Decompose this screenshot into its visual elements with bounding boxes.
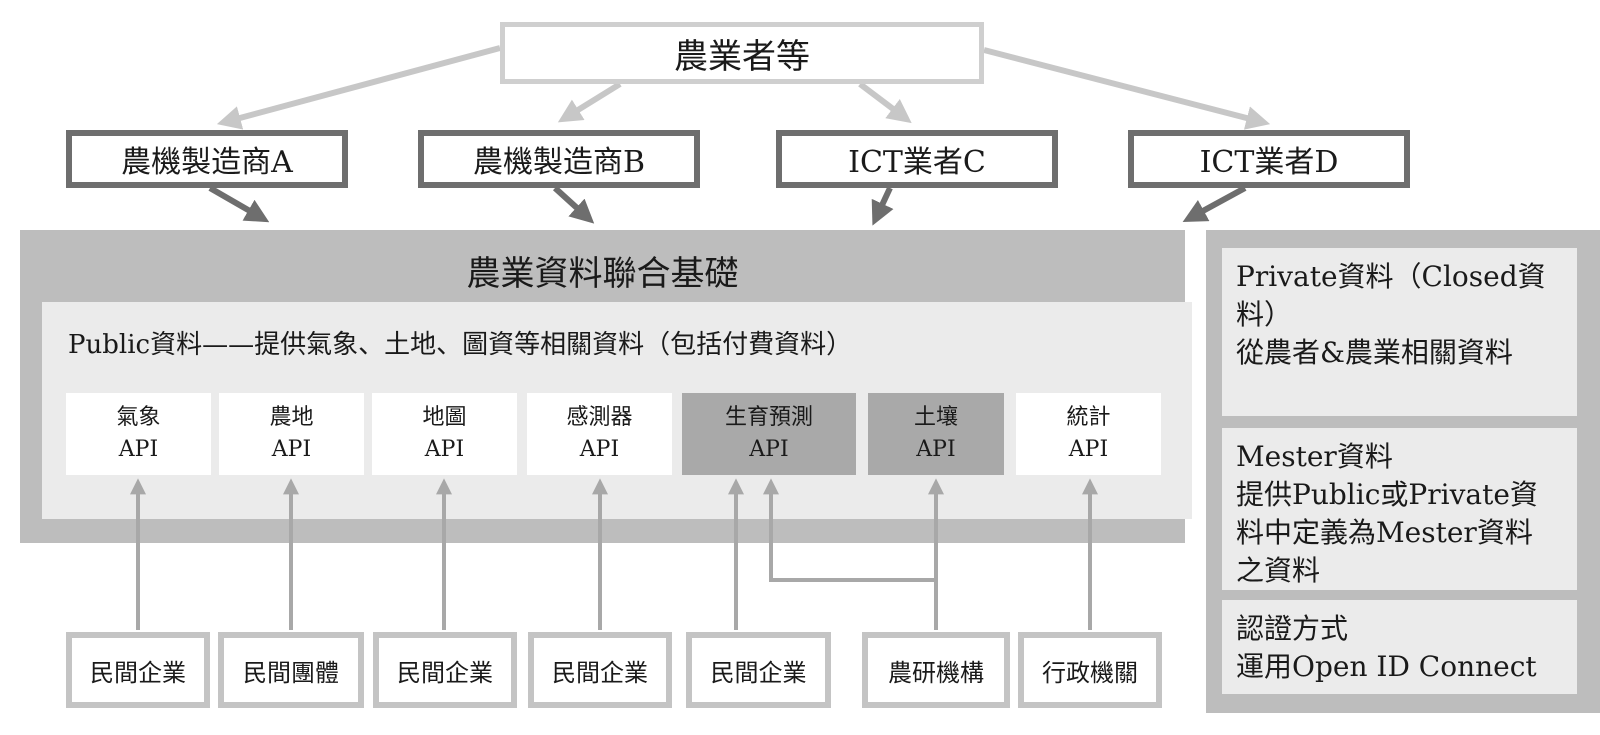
provider-label: 民間企業 bbox=[397, 658, 493, 687]
provider-label: 民間企業 bbox=[710, 658, 807, 687]
api-name: 農地 bbox=[269, 405, 314, 430]
provider-box-private-company-4: 民間企業 bbox=[686, 632, 831, 708]
master-data-line: 提供Public或Private資 bbox=[1236, 478, 1538, 511]
master-data-box: Mester資料 提供Public或Private資 料中定義為Mester資料… bbox=[1222, 428, 1577, 590]
provider-to-api-arrows bbox=[130, 478, 1098, 630]
api-name: 氣象 bbox=[116, 405, 161, 430]
vendor-box-b: 農機製造商B bbox=[418, 130, 700, 188]
platform-title: 農業資料聯合基礎 bbox=[20, 244, 1185, 296]
api-box-statistics: 統計 API bbox=[1016, 393, 1161, 475]
master-data-line: Mester資料 bbox=[1236, 440, 1393, 473]
api-suffix: API bbox=[579, 437, 620, 462]
private-data-box: Private資料（Closed資 料） 從農者&農業相關資料 bbox=[1222, 248, 1577, 416]
public-data-description: Public資料——提供氣象、土地、圖資等相關資料（包括付費資料） bbox=[68, 322, 1168, 362]
api-box-map: 地圖 API bbox=[372, 393, 517, 475]
api-name: 地圖 bbox=[422, 405, 467, 430]
farmers-box: 農業者等 bbox=[500, 22, 984, 84]
api-box-soil: 土壤 API bbox=[868, 393, 1004, 475]
provider-box-private-company-1: 民間企業 bbox=[66, 632, 210, 708]
provider-box-agri-research: 農研機構 bbox=[862, 632, 1010, 708]
farmers-label: 農業者等 bbox=[674, 36, 810, 77]
api-suffix: API bbox=[749, 437, 789, 462]
api-suffix: API bbox=[118, 437, 159, 462]
provider-label: 農研機構 bbox=[888, 658, 984, 687]
auth-line: 運用Open ID Connect bbox=[1236, 650, 1537, 683]
farmer-to-vendor-arrows bbox=[216, 45, 1271, 130]
provider-box-private-organization: 民間團體 bbox=[218, 632, 364, 708]
provider-label: 民間企業 bbox=[552, 658, 648, 687]
api-suffix: API bbox=[916, 437, 956, 462]
provider-box-government: 行政機關 bbox=[1018, 632, 1162, 708]
api-box-weather: 氣象 API bbox=[66, 393, 211, 475]
provider-label: 行政機關 bbox=[1042, 658, 1138, 687]
vendor-box-d: ICT業者D bbox=[1128, 130, 1410, 188]
provider-box-private-company-3: 民間企業 bbox=[528, 632, 672, 708]
api-suffix: API bbox=[1068, 437, 1109, 462]
public-data-text: Public資料——提供氣象、土地、圖資等相關資料（包括付費資料） bbox=[68, 329, 853, 360]
vendor-label: 農機製造商A bbox=[121, 145, 293, 180]
private-data-line: Private資料（Closed資 bbox=[1236, 260, 1546, 293]
vendor-label: ICT業者D bbox=[1199, 145, 1339, 180]
master-data-line: 之資料 bbox=[1236, 554, 1321, 587]
api-name: 感測器 bbox=[566, 405, 633, 430]
vendor-to-platform-arrows bbox=[208, 185, 1247, 226]
api-name: 生育預測 bbox=[724, 405, 813, 430]
authentication-box: 認證方式 運用Open ID Connect bbox=[1222, 600, 1577, 694]
vendor-label: ICT業者C bbox=[848, 145, 986, 180]
provider-label: 民間團體 bbox=[243, 658, 339, 687]
master-data-line: 料中定義為Mester資料 bbox=[1236, 516, 1533, 549]
vendor-label: 農機製造商B bbox=[472, 145, 646, 180]
api-name: 土壤 bbox=[913, 405, 958, 430]
private-data-line: 從農者&農業相關資料 bbox=[1236, 336, 1513, 369]
api-suffix: API bbox=[271, 437, 312, 462]
api-box-farmland: 農地 API bbox=[219, 393, 364, 475]
auth-line: 認證方式 bbox=[1236, 612, 1349, 645]
api-box-sensor: 感測器 API bbox=[527, 393, 672, 475]
vendor-box-c: ICT業者C bbox=[776, 130, 1058, 188]
api-suffix: API bbox=[424, 437, 465, 462]
api-box-growth-prediction: 生育預測 API bbox=[682, 393, 856, 475]
private-data-line: 料） bbox=[1236, 298, 1293, 331]
api-name: 統計 bbox=[1066, 405, 1111, 430]
vendor-box-a: 農機製造商A bbox=[66, 130, 348, 188]
platform-title-text: 農業資料聯合基礎 bbox=[466, 253, 739, 294]
provider-label: 民間企業 bbox=[90, 658, 186, 687]
provider-box-private-company-2: 民間企業 bbox=[373, 632, 517, 708]
